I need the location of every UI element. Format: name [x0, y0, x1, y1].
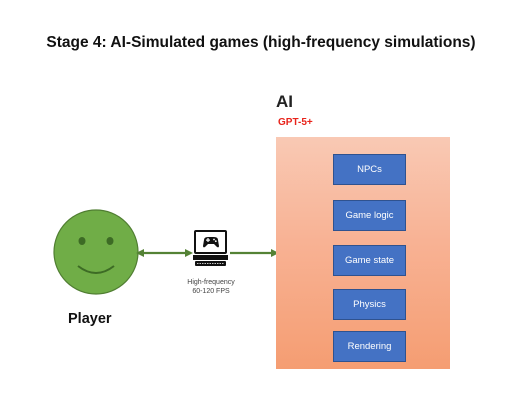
module-npcs: NPCs — [333, 154, 406, 185]
frequency-line-2: 60-120 FPS — [192, 288, 230, 295]
module-game-logic: Game logic — [333, 200, 406, 231]
module-physics: Physics — [333, 289, 406, 320]
ai-label: AI — [276, 92, 293, 111]
connection-label: High-frequency 60-120 FPS — [171, 278, 251, 296]
player-label: Player — [68, 311, 112, 327]
module-game-state: Game state — [333, 245, 406, 276]
ai-model-label: GPT-5+ — [278, 117, 313, 128]
smiley-face-icon — [53, 209, 139, 295]
frequency-line-1: High-frequency — [187, 279, 235, 286]
computer-gamepad-icon — [193, 230, 228, 266]
diagram-title: Stage 4: AI-Simulated games (high-freque… — [46, 34, 476, 51]
module-rendering: Rendering — [333, 331, 406, 362]
